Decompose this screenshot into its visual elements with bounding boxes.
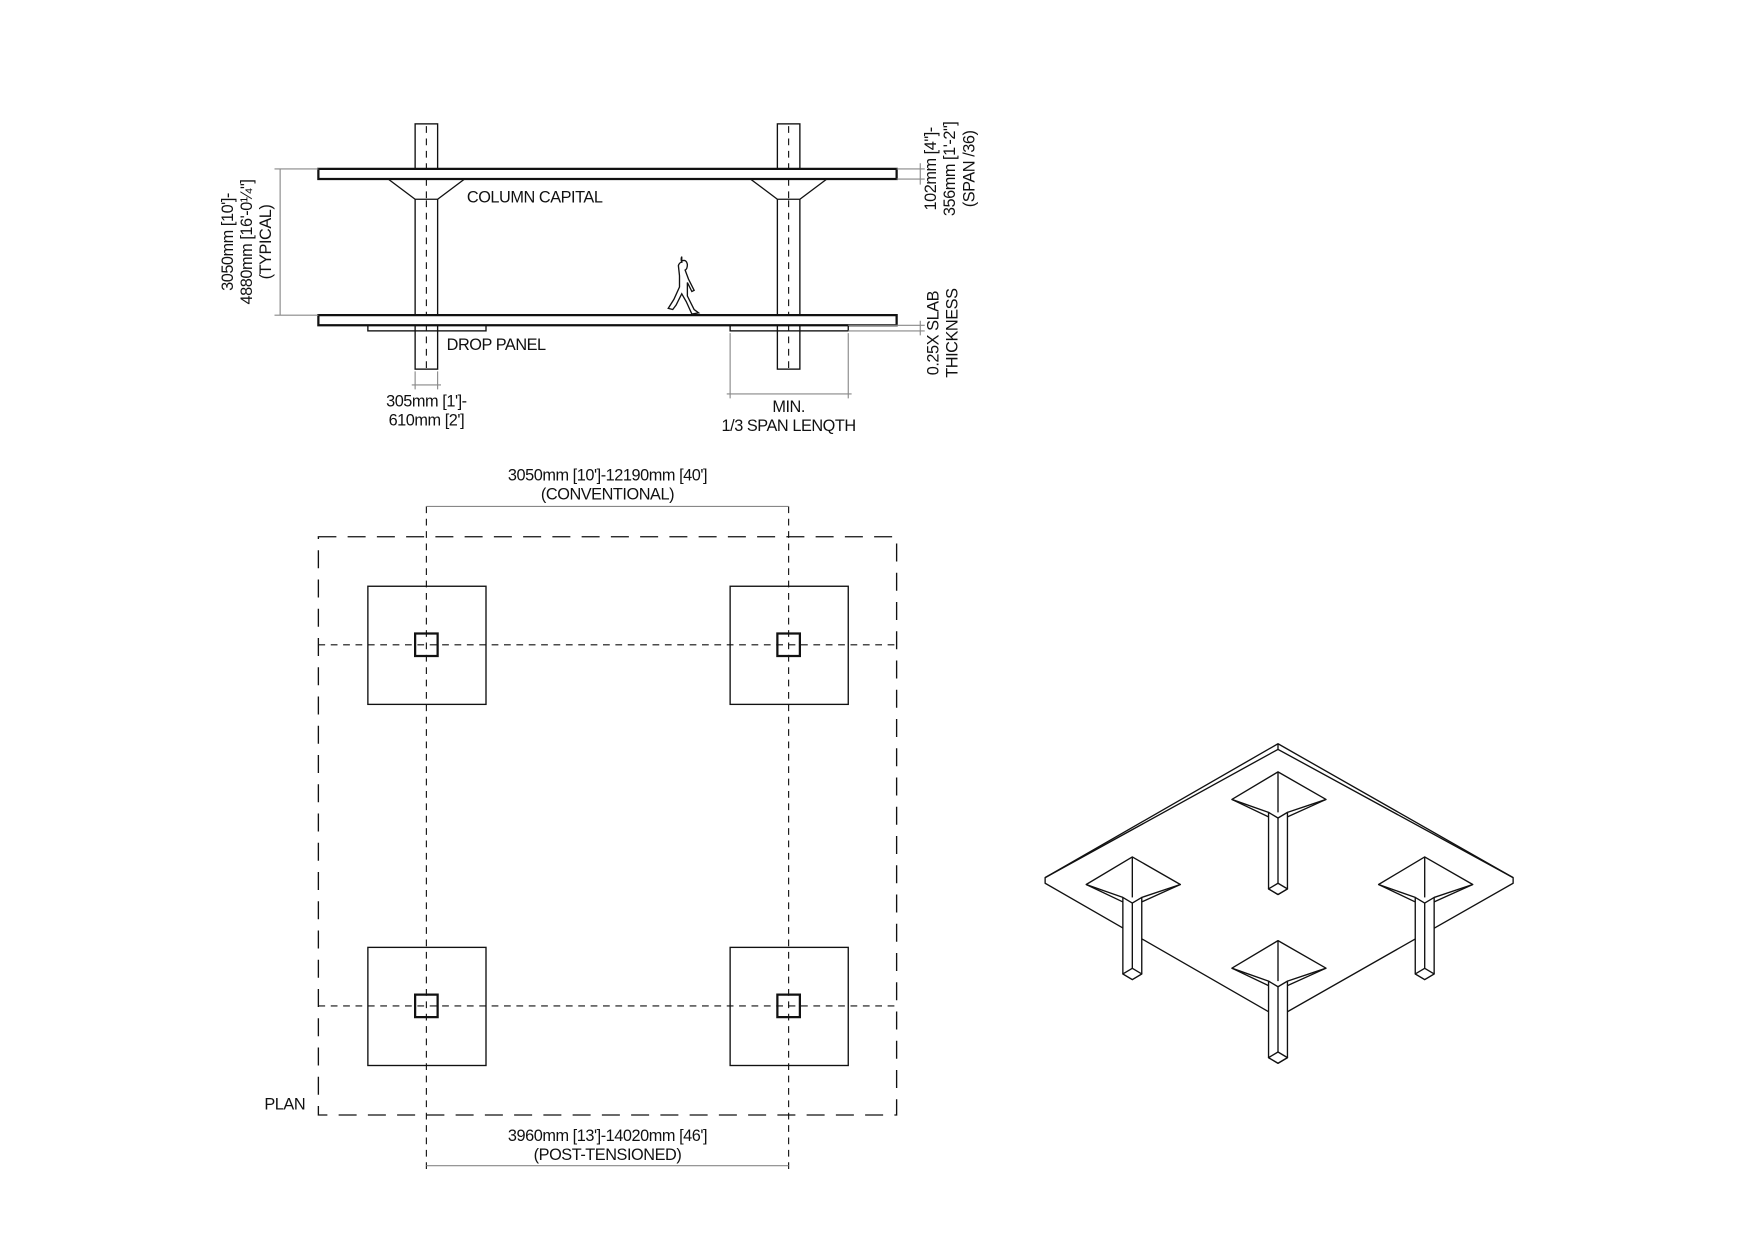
drop-panel-thickness-dim-text: THICKNESS [943,288,961,378]
column [414,993,439,1019]
drop-panel-width-dim-text: 1/3 SPAN LENQTH [722,417,856,435]
span-conventional-text: 3050mm [10']-12190mm [40'] [508,467,707,485]
drop-panel-width-dim-text: MIN. [772,398,805,416]
iso-capital-edge [1433,883,1473,899]
iso-column-base [1122,967,1143,981]
slab-thickness-dim-text: 356mm [1'-2"] [941,122,959,217]
column [776,632,801,658]
drop-panel-thickness-dim-text: 0.25X SLAB [924,290,942,375]
section-view: 3050mm [10']- 4880mm [16'-0¼"] (TYPICAL)… [219,122,978,435]
drop-panel-label: DROP PANEL [447,336,546,354]
column-width-dim-text: 610mm [2'] [389,411,465,429]
column-width-dim-text: 305mm [1']- [386,392,467,410]
person-scale-figure [667,256,701,315]
isometric-view [1044,743,1514,1064]
iso-column-base [1267,882,1289,896]
slab-outline [317,536,898,1116]
iso-capital-edge [1141,883,1181,899]
lower-slab [317,314,898,327]
column [776,993,801,1019]
plan-label: PLAN [264,1095,305,1113]
column [414,632,439,658]
span-post-tensioned-text: 3960mm [13']-14020mm [46'] [508,1127,707,1145]
slab-thickness-dim-text: (SPAN /36) [960,131,978,208]
iso-column-base [1414,967,1435,981]
iso-capital-edge [1378,883,1416,899]
drop-panel-right [729,324,849,332]
iso-capital-edge [1287,967,1327,982]
iso-capital-edge [1231,967,1269,982]
column-capital-label: COLUMN CAPITAL [467,189,603,207]
iso-capital-edge [1085,883,1124,899]
floor-height-dim-text: 3050mm [10']- [219,193,237,291]
span-post-tensioned-text: (POST-TENSIONED) [534,1146,682,1164]
span-conventional-text: (CONVENTIONAL) [541,486,674,504]
column-left [414,123,439,370]
iso-column-base [1267,1051,1289,1064]
drop-panel-left [367,324,487,332]
upper-slab [317,167,898,181]
column-right [776,123,801,370]
floor-height-dim-text: (TYPICAL) [257,205,275,280]
iso-capital-edge [1231,798,1269,814]
plan-view: 3050mm [10']-12190mm [40'] (CONVENTIONAL… [264,467,898,1171]
floor-height-dim-text: 4880mm [16'-0¼"] [238,180,256,305]
iso-capital-edge [1287,798,1327,814]
slab-thickness-dim-text: 102mm [4"]- [922,127,940,210]
